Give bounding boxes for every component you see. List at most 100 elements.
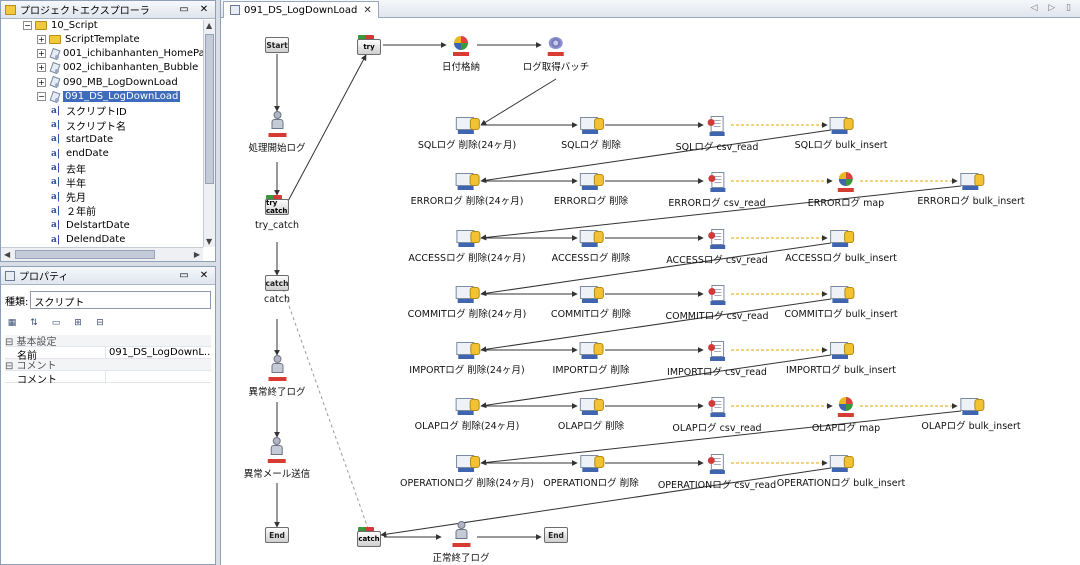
expand-all-icon[interactable]: ⊞ xyxy=(74,318,82,328)
flow-node-row4-2[interactable]: COMMITログ 削除 xyxy=(551,285,631,320)
tree-folder-item[interactable]: −10_Script xyxy=(23,20,98,32)
csv-file-icon xyxy=(706,397,728,417)
expand-toggle-icon[interactable]: − xyxy=(23,20,32,30)
log-batch-node[interactable]: ログ取得バッチ xyxy=(523,36,589,73)
flow-node-row3-2[interactable]: ACCESSログ 削除 xyxy=(552,229,630,264)
tree-variable-item[interactable]: a|startDate xyxy=(51,132,113,146)
tree-variable-item[interactable]: a|スクリプトID xyxy=(51,104,127,119)
categorize-icon[interactable]: ▦ xyxy=(7,318,17,328)
flow-node-row1-2[interactable]: SQLログ 削除 xyxy=(561,116,621,151)
property-value[interactable] xyxy=(105,371,211,382)
sort-icon[interactable]: ⇅ xyxy=(30,318,38,328)
expand-toggle-icon[interactable]: + xyxy=(37,77,46,87)
flow-node-row2-5[interactable]: ERRORログ bulk_insert xyxy=(917,172,1025,207)
flow-node-row6-5[interactable]: OLAPログ bulk_insert xyxy=(921,397,1021,432)
scroll-up-icon[interactable]: ▲ xyxy=(206,21,213,30)
tree-script-item[interactable]: +001_ichibanhanten_HomePag xyxy=(37,47,203,61)
error-mail-node[interactable]: 異常メール送信 xyxy=(244,437,310,480)
flow-node-row1-1[interactable]: SQLログ 削除(24ヶ月) xyxy=(418,116,516,151)
node-label: ERRORログ map xyxy=(807,198,885,209)
property-row[interactable]: コメント xyxy=(5,371,211,386)
expand-toggle-icon[interactable]: − xyxy=(37,92,46,101)
project-tree[interactable]: −10_Script+ScriptTemplate+001_ichibanhan… xyxy=(1,20,203,247)
final-catch-node[interactable]: catch xyxy=(357,527,381,549)
flow-node-row2-4[interactable]: ERRORログ map xyxy=(808,172,884,209)
collapse-all-icon[interactable]: ⊟ xyxy=(96,318,104,328)
property-value[interactable]: 091_DS_LogDownL... xyxy=(105,347,211,358)
try-node[interactable]: try xyxy=(357,35,381,57)
flow-node-row7-4[interactable]: OPERATIONログ bulk_insert xyxy=(777,454,905,489)
flow-node-row5-1[interactable]: IMPORTログ 削除(24ヶ月) xyxy=(409,341,525,376)
date-store-node[interactable]: 日付格納 xyxy=(442,36,480,73)
flow-node-row1-4[interactable]: SQLログ bulk_insert xyxy=(795,116,887,151)
flow-node-row2-1[interactable]: ERRORログ 削除(24ヶ月) xyxy=(411,172,523,207)
normal-end-log-node[interactable]: 正常終了ログ xyxy=(432,521,490,564)
flow-node-row6-3[interactable]: OLAPログ csv_read xyxy=(672,397,762,434)
flow-node-row6-1[interactable]: OLAPログ 削除(24ヶ月) xyxy=(415,397,519,432)
tree-script-item[interactable]: +002_ichibanhanten_Bubble xyxy=(37,61,198,75)
error-end-log-node[interactable]: 異常終了ログ xyxy=(248,355,306,398)
flow-node-row6-2[interactable]: OLAPログ 削除 xyxy=(558,397,624,432)
flow-node-row2-2[interactable]: ERRORログ 削除 xyxy=(554,172,628,207)
vertical-scrollbar[interactable]: ▲ ▼ xyxy=(203,20,215,247)
tab-091-ds-logdownload[interactable]: 091_DS_LogDownLoad ✕ xyxy=(223,1,379,18)
flow-node-row5-2[interactable]: IMPORTログ 削除 xyxy=(553,341,629,376)
close-icon[interactable]: ✕ xyxy=(199,4,209,15)
flow-node-row7-2[interactable]: OPERATIONログ 削除 xyxy=(543,454,639,489)
flow-node-row5-4[interactable]: IMPORTログ bulk_insert xyxy=(786,341,896,376)
flow-node-row1-3[interactable]: SQLログ csv_read xyxy=(676,116,758,153)
tree-variable-item[interactable]: a|去年 xyxy=(51,161,86,176)
scroll-down-icon[interactable]: ▼ xyxy=(206,237,213,246)
log-person-icon xyxy=(267,355,286,381)
start-node[interactable]: Start xyxy=(265,37,289,53)
property-category[interactable]: ⊟ コメント xyxy=(5,359,211,372)
tree-variable-item[interactable]: a|DelstartDate xyxy=(51,218,130,232)
flow-node-row7-1[interactable]: OPERATIONログ 削除(24ヶ月) xyxy=(400,454,534,489)
flow-node-row5-3[interactable]: IMPORTログ csv_read xyxy=(667,341,767,378)
tree-variable-item[interactable]: a|２年前 xyxy=(51,204,96,219)
maximize-icon[interactable]: ▭ xyxy=(179,270,189,281)
scroll-left-icon[interactable]: ◀ xyxy=(4,250,11,259)
tree-variable-item[interactable]: a|半年 xyxy=(51,175,86,190)
tree-script-item[interactable]: −091_DS_LogDownLoad xyxy=(37,90,181,104)
tree-variable-item[interactable]: a|DelendDate xyxy=(51,233,125,247)
close-tab-icon[interactable]: ✕ xyxy=(363,4,372,16)
flow-node-row3-4[interactable]: ACCESSログ bulk_insert xyxy=(785,229,897,264)
property-category[interactable]: ⊟ 基本設定 xyxy=(5,335,211,348)
flow-node-row3-1[interactable]: ACCESSログ 削除(24ヶ月) xyxy=(408,229,526,264)
type-field[interactable]: スクリプト xyxy=(30,291,211,309)
horizontal-scrollbar[interactable]: ◀ ▶ xyxy=(1,247,203,261)
scroll-right-icon[interactable]: ▶ xyxy=(193,250,200,259)
final-end-node[interactable]: End xyxy=(544,527,568,543)
tree-script-item[interactable]: +090_MB_LogDownLoad xyxy=(37,75,178,89)
end-node[interactable]: End xyxy=(265,527,289,543)
flow-node-row6-4[interactable]: OLAPログ map xyxy=(812,397,880,434)
tree-variable-item[interactable]: a|先月 xyxy=(51,190,86,205)
flow-node-row4-4[interactable]: COMMITログ bulk_insert xyxy=(784,285,898,320)
scroll-thumb-h[interactable] xyxy=(15,250,155,259)
map-icon xyxy=(836,172,856,192)
tab-nav-arrows[interactable]: ◁ ▷ ▯ xyxy=(1030,3,1075,13)
expand-toggle-icon[interactable]: + xyxy=(37,63,46,73)
flow-node-row4-1[interactable]: COMMITログ 削除(24ヶ月) xyxy=(408,285,526,320)
scroll-thumb[interactable] xyxy=(205,34,214,184)
expand-toggle-icon[interactable]: + xyxy=(37,34,46,44)
expand-toggle-icon[interactable]: + xyxy=(37,49,46,59)
flow-node-row7-3[interactable]: OPERATIONログ csv_read xyxy=(658,454,776,491)
process-start-log-node[interactable]: 処理開始ログ xyxy=(248,111,306,154)
flow-node-row2-3[interactable]: ERRORログ csv_read xyxy=(668,172,766,209)
tree-variable-item[interactable]: a|endDate xyxy=(51,147,109,161)
flow-node-row4-3[interactable]: COMMITログ csv_read xyxy=(665,285,769,322)
maximize-icon[interactable]: ▭ xyxy=(179,4,189,15)
flow-node-row3-3[interactable]: ACCESSログ csv_read xyxy=(666,229,768,266)
tree-folder-item[interactable]: +ScriptTemplate xyxy=(37,32,140,46)
tree-variable-item[interactable]: a|スクリプト名 xyxy=(51,118,126,133)
advanced-icon[interactable]: ▭ xyxy=(51,318,61,328)
close-icon[interactable]: ✕ xyxy=(199,270,209,281)
